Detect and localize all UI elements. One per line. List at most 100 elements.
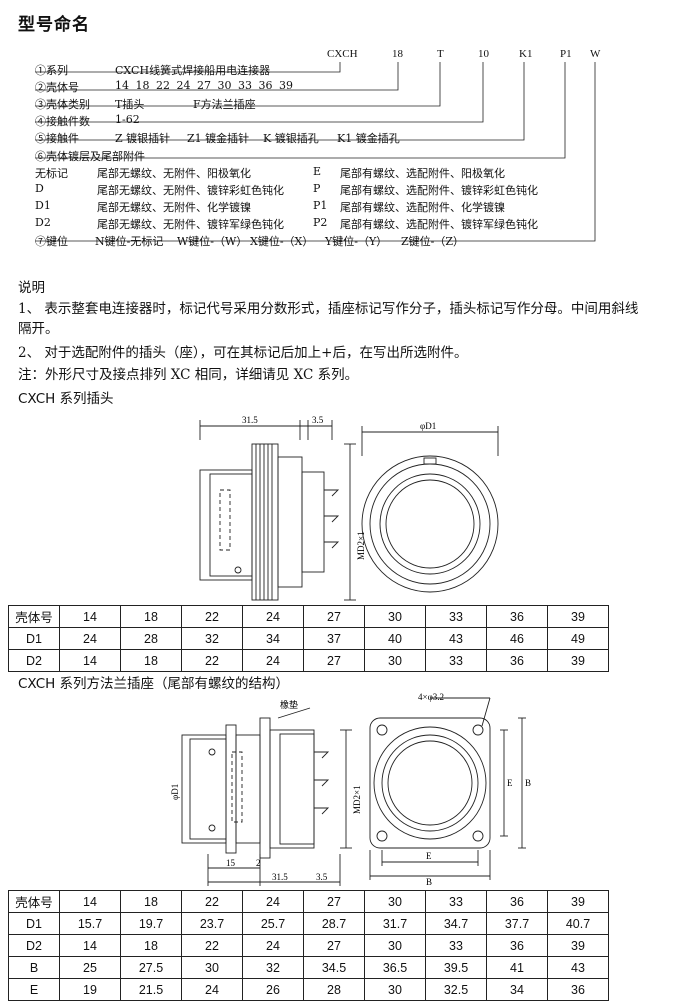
code-contact-count: 10 [478,48,489,60]
table-cell: 27 [303,605,365,628]
row-plating-code: D1 [35,199,51,212]
table-cell: 14 [59,890,121,913]
row-plating-b: 尾部有螺纹、选配附件、镀锌军绿色钝化 [340,218,538,231]
table-cell: 24 [59,627,121,650]
table-cell: 39.5 [425,956,487,979]
table-cell: 46 [486,627,548,650]
row-series-text: CXCH线簧式焊接船用电连接器 [115,64,271,77]
row-plating-b: 尾部有螺纹、选配附件、镀锌彩虹色钝化 [340,184,538,197]
row-plating-code2: P2 [313,216,328,229]
note-line: 隔开。 [18,321,59,337]
table-cell: 28 [303,978,365,1001]
table-cell: 30 [364,605,426,628]
table-cell: 36 [486,890,548,913]
table-cell: 19.7 [120,912,182,935]
table-cell: 28 [120,627,182,650]
receptacle-dim-c: 31.5 [272,872,288,882]
row-shelltype-a: T插头 [115,98,145,111]
table-cell: 24 [242,934,304,957]
page-title: 型号命名 [18,15,90,35]
code-shell-type: T [437,48,444,60]
row-plating-label: ⑥壳体镀层及尾部附件 [35,150,145,163]
table-cell: 22 [181,934,243,957]
plug-heading: CXCH 系列插头 [18,391,114,407]
row-plating-a: 尾部无螺纹、无附件、化学镀镍 [97,201,251,214]
row-contact-item: K1 镀金插孔 [337,132,400,145]
table-cell: 39 [547,890,609,913]
table-cell: 36 [547,978,609,1001]
row-plating-b: 尾部有螺纹、选配附件、化学镀镍 [340,201,505,214]
row-contact-item: Z 镀银插针 [115,132,171,145]
code-contact-type: K1 [519,48,533,60]
plug-dim-length: 31.5 [242,415,258,425]
table-cell: 34.5 [303,956,365,979]
table-cell: 壳体号 [8,605,60,628]
table-cell: 36.5 [364,956,426,979]
table-cell: 22 [181,649,243,672]
receptacle-dim-e-side: E [507,778,513,788]
table-cell: 39 [547,934,609,957]
row-plating-a: 尾部无螺纹、无附件、镀锌彩虹色钝化 [97,184,284,197]
row-plating-code: 无标记 [35,167,68,180]
table-cell: B [8,956,60,979]
plug-dim-tail: 3.5 [312,415,324,425]
table-cell: 18 [120,605,182,628]
code-series: CXCH [327,48,358,60]
table-cell: 36 [486,649,548,672]
plug-dim-phi: φD1 [420,421,436,431]
table-cell: 30 [364,934,426,957]
table-cell: 27 [303,649,365,672]
naming-leader-lines [35,62,596,242]
table-cell: 30 [364,890,426,913]
table-cell: 37.7 [486,912,548,935]
table-cell: 40.7 [547,912,609,935]
row-key-item: X键位-（X） [250,235,314,248]
row-shelltype-label: ③壳体类别 [35,98,90,111]
row-count-label: ④接触件数 [35,115,90,128]
table-cell: 40 [364,627,426,650]
table-cell: 43 [425,627,487,650]
table-cell: 18 [120,890,182,913]
table-cell: 23.7 [181,912,243,935]
table-cell: E [8,978,60,1001]
naming-rows: ①系列 CXCH线簧式焊接船用电连接器 ②壳体号 14 18 22 24 27 … [35,62,695,252]
table-cell: 39 [547,649,609,672]
table-cell: 32.5 [425,978,487,1001]
receptacle-dim-gasket: 橡垫 [280,699,298,710]
row-contact-item: Z1 镀金插针 [187,132,250,145]
note-line: 注：外形尺寸及接点排列 XC 相同，详细请见 XC 系列。 [18,367,359,383]
receptacle-dim-phi: φD1 [170,784,180,800]
table-cell: 49 [547,627,609,650]
note-line: 2、 对于选配附件的插头（座），可在其标记后加上+后，在写出所选附件。 [18,345,468,361]
code-shell-size: 18 [392,48,403,60]
row-key-item: Y键位-（Y） [325,235,388,248]
row-count-text: 1-62 [115,113,140,126]
table-cell: D1 [8,627,60,650]
receptacle-dim-bb: B [426,877,432,886]
code-key: W [590,48,601,60]
receptacle-dim-md: MD2×1 [352,785,362,814]
receptacle-dim-e: E [426,851,432,861]
row-plating-b: 尾部有螺纹、选配附件、阳极氧化 [340,167,505,180]
row-contact-label: ⑤接触件 [35,132,79,145]
row-plating-code: D [35,182,44,195]
row-plating-a: 尾部无螺纹、无附件、阳极氧化 [97,167,251,180]
table-cell: 34 [242,627,304,650]
table-cell: D2 [8,934,60,957]
table-cell: 21.5 [120,978,182,1001]
table-cell: 37 [303,627,365,650]
table-cell: 31.7 [364,912,426,935]
table-cell: 27 [303,934,365,957]
receptacle-dim-b-side: B [525,778,531,788]
code-plating: P1 [560,48,572,60]
